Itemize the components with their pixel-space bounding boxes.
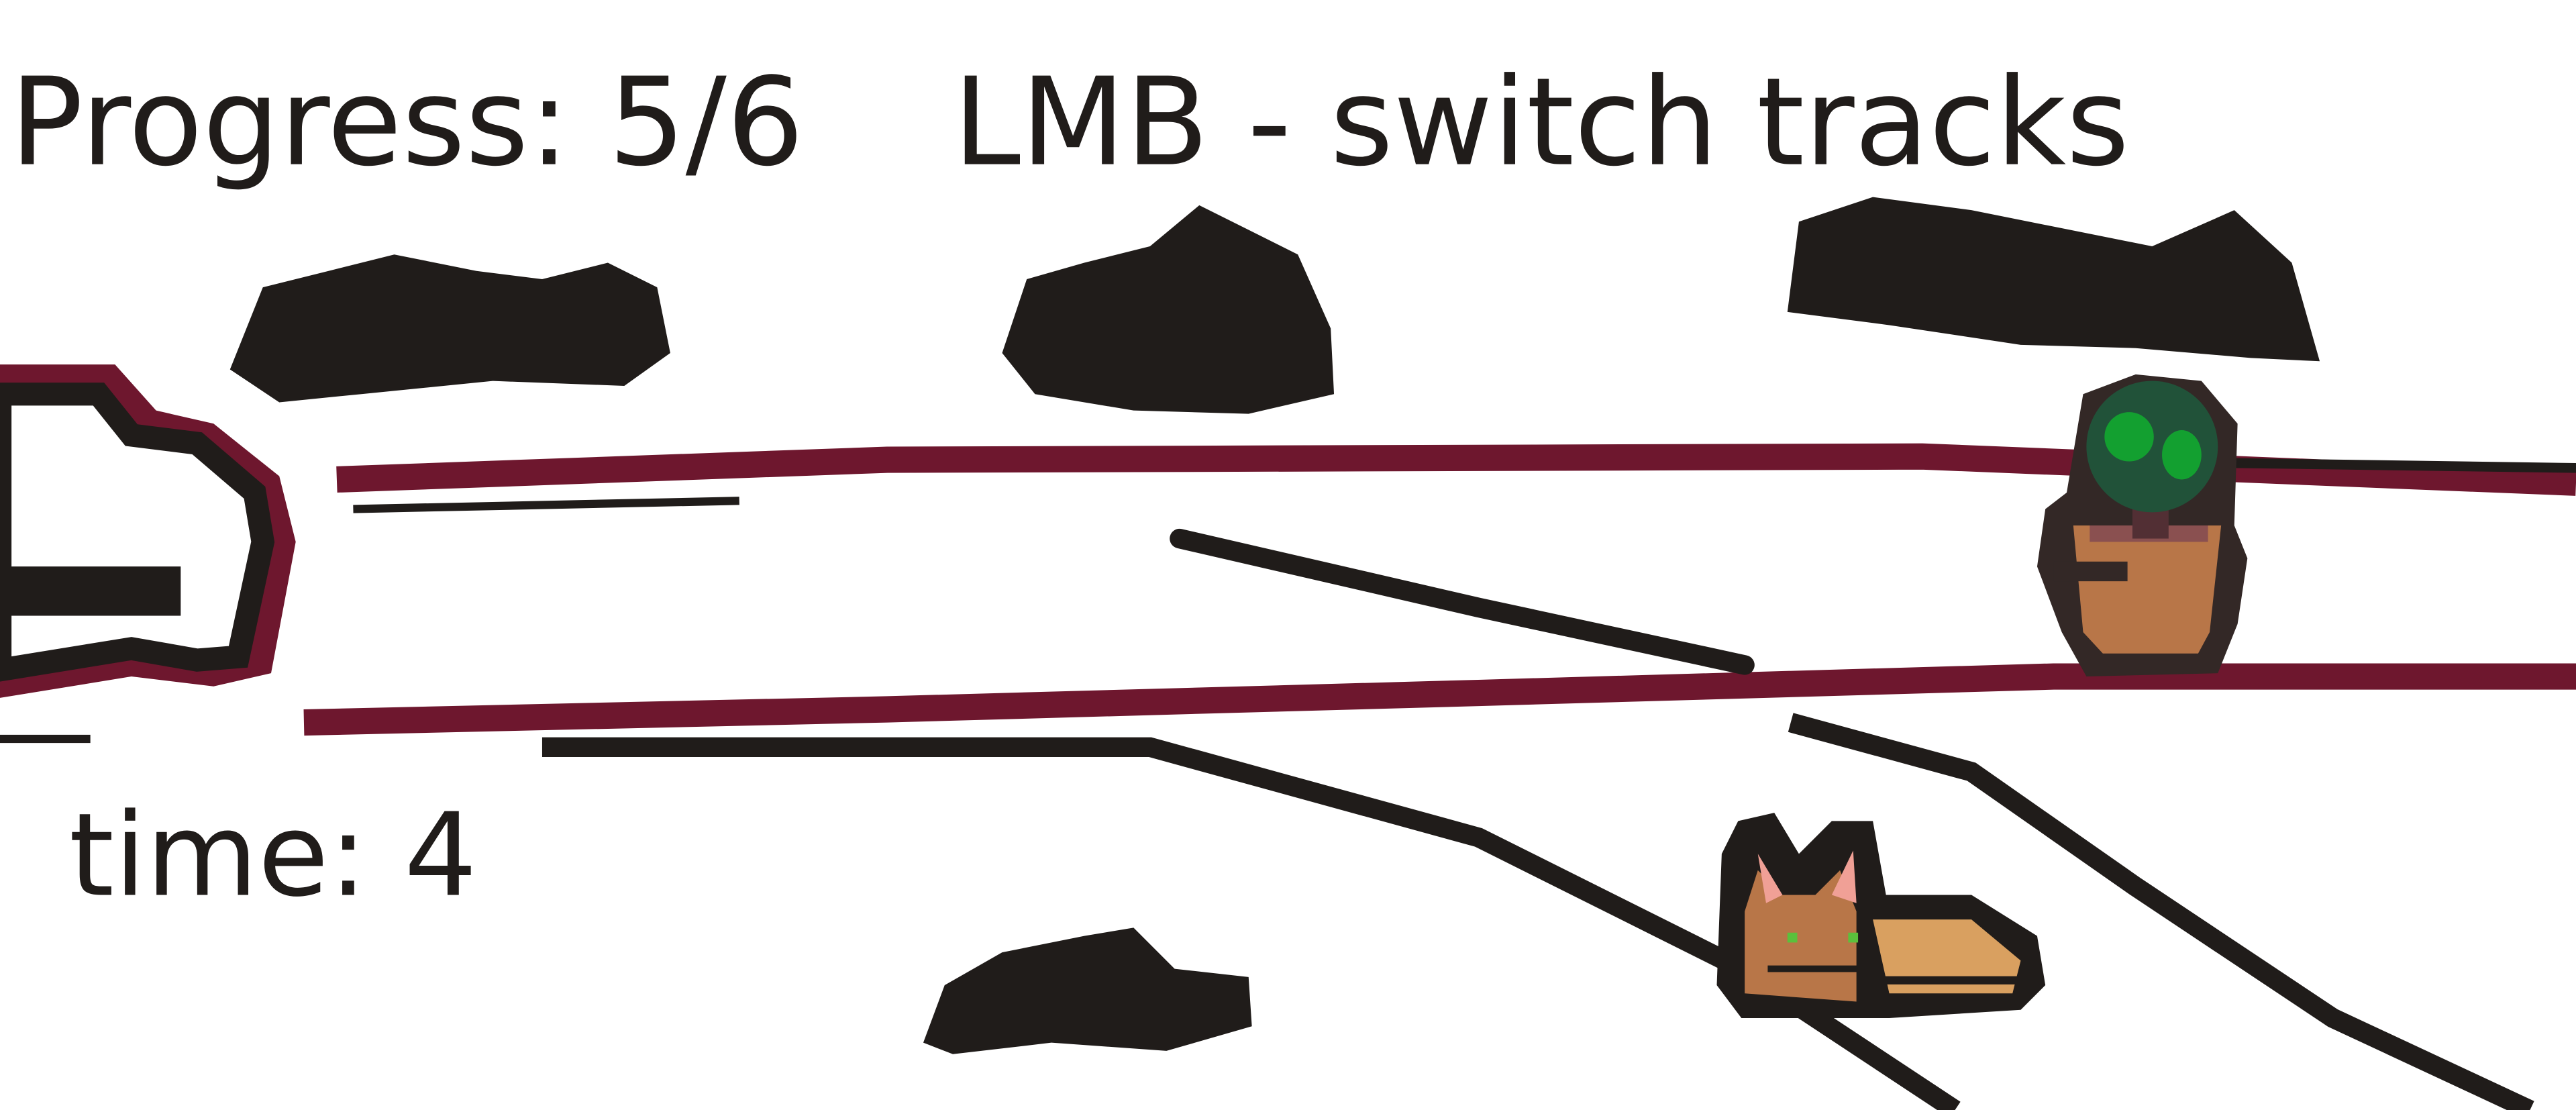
progress-counter: Progress: 5/6	[10, 52, 804, 193]
pot-rim-shadow	[2053, 561, 2128, 582]
track-branch-middle[interactable]	[1170, 528, 1755, 675]
leaf-icon	[2162, 430, 2202, 480]
train-window	[0, 566, 181, 616]
cat-ear-right	[1831, 850, 1857, 903]
clouds	[229, 197, 2320, 1054]
plant-foliage	[2086, 381, 2218, 513]
leaf-icon	[2104, 412, 2154, 462]
track-lower-active[interactable]	[303, 663, 2576, 736]
controls-hint: LMB - switch tracks	[953, 52, 2129, 193]
cloud-4	[923, 927, 1252, 1054]
hud: Progress: 5/6 LMB - switch tracks time: …	[10, 52, 2130, 923]
cloud-3	[1787, 197, 2320, 362]
cat-obstacle	[1716, 813, 2046, 1018]
cloud-1	[229, 254, 670, 403]
track-right-top	[2234, 458, 2576, 473]
track-upper-shadow	[353, 497, 739, 513]
cat-eye-right	[1848, 932, 1859, 943]
time-counter: time: 4	[69, 789, 477, 923]
track-right-inactive[interactable]	[1788, 713, 2534, 1110]
cat-ear-left	[1757, 854, 1783, 903]
cat-eye-left	[1787, 932, 1798, 943]
track-upper-active[interactable]	[336, 443, 2576, 496]
potted-plant-obstacle	[2037, 374, 2248, 677]
pot-icon	[2073, 525, 2222, 654]
cat-body	[1873, 919, 2021, 994]
tracks	[303, 443, 2576, 1110]
cloud-2	[1002, 205, 1335, 414]
train	[0, 364, 296, 744]
